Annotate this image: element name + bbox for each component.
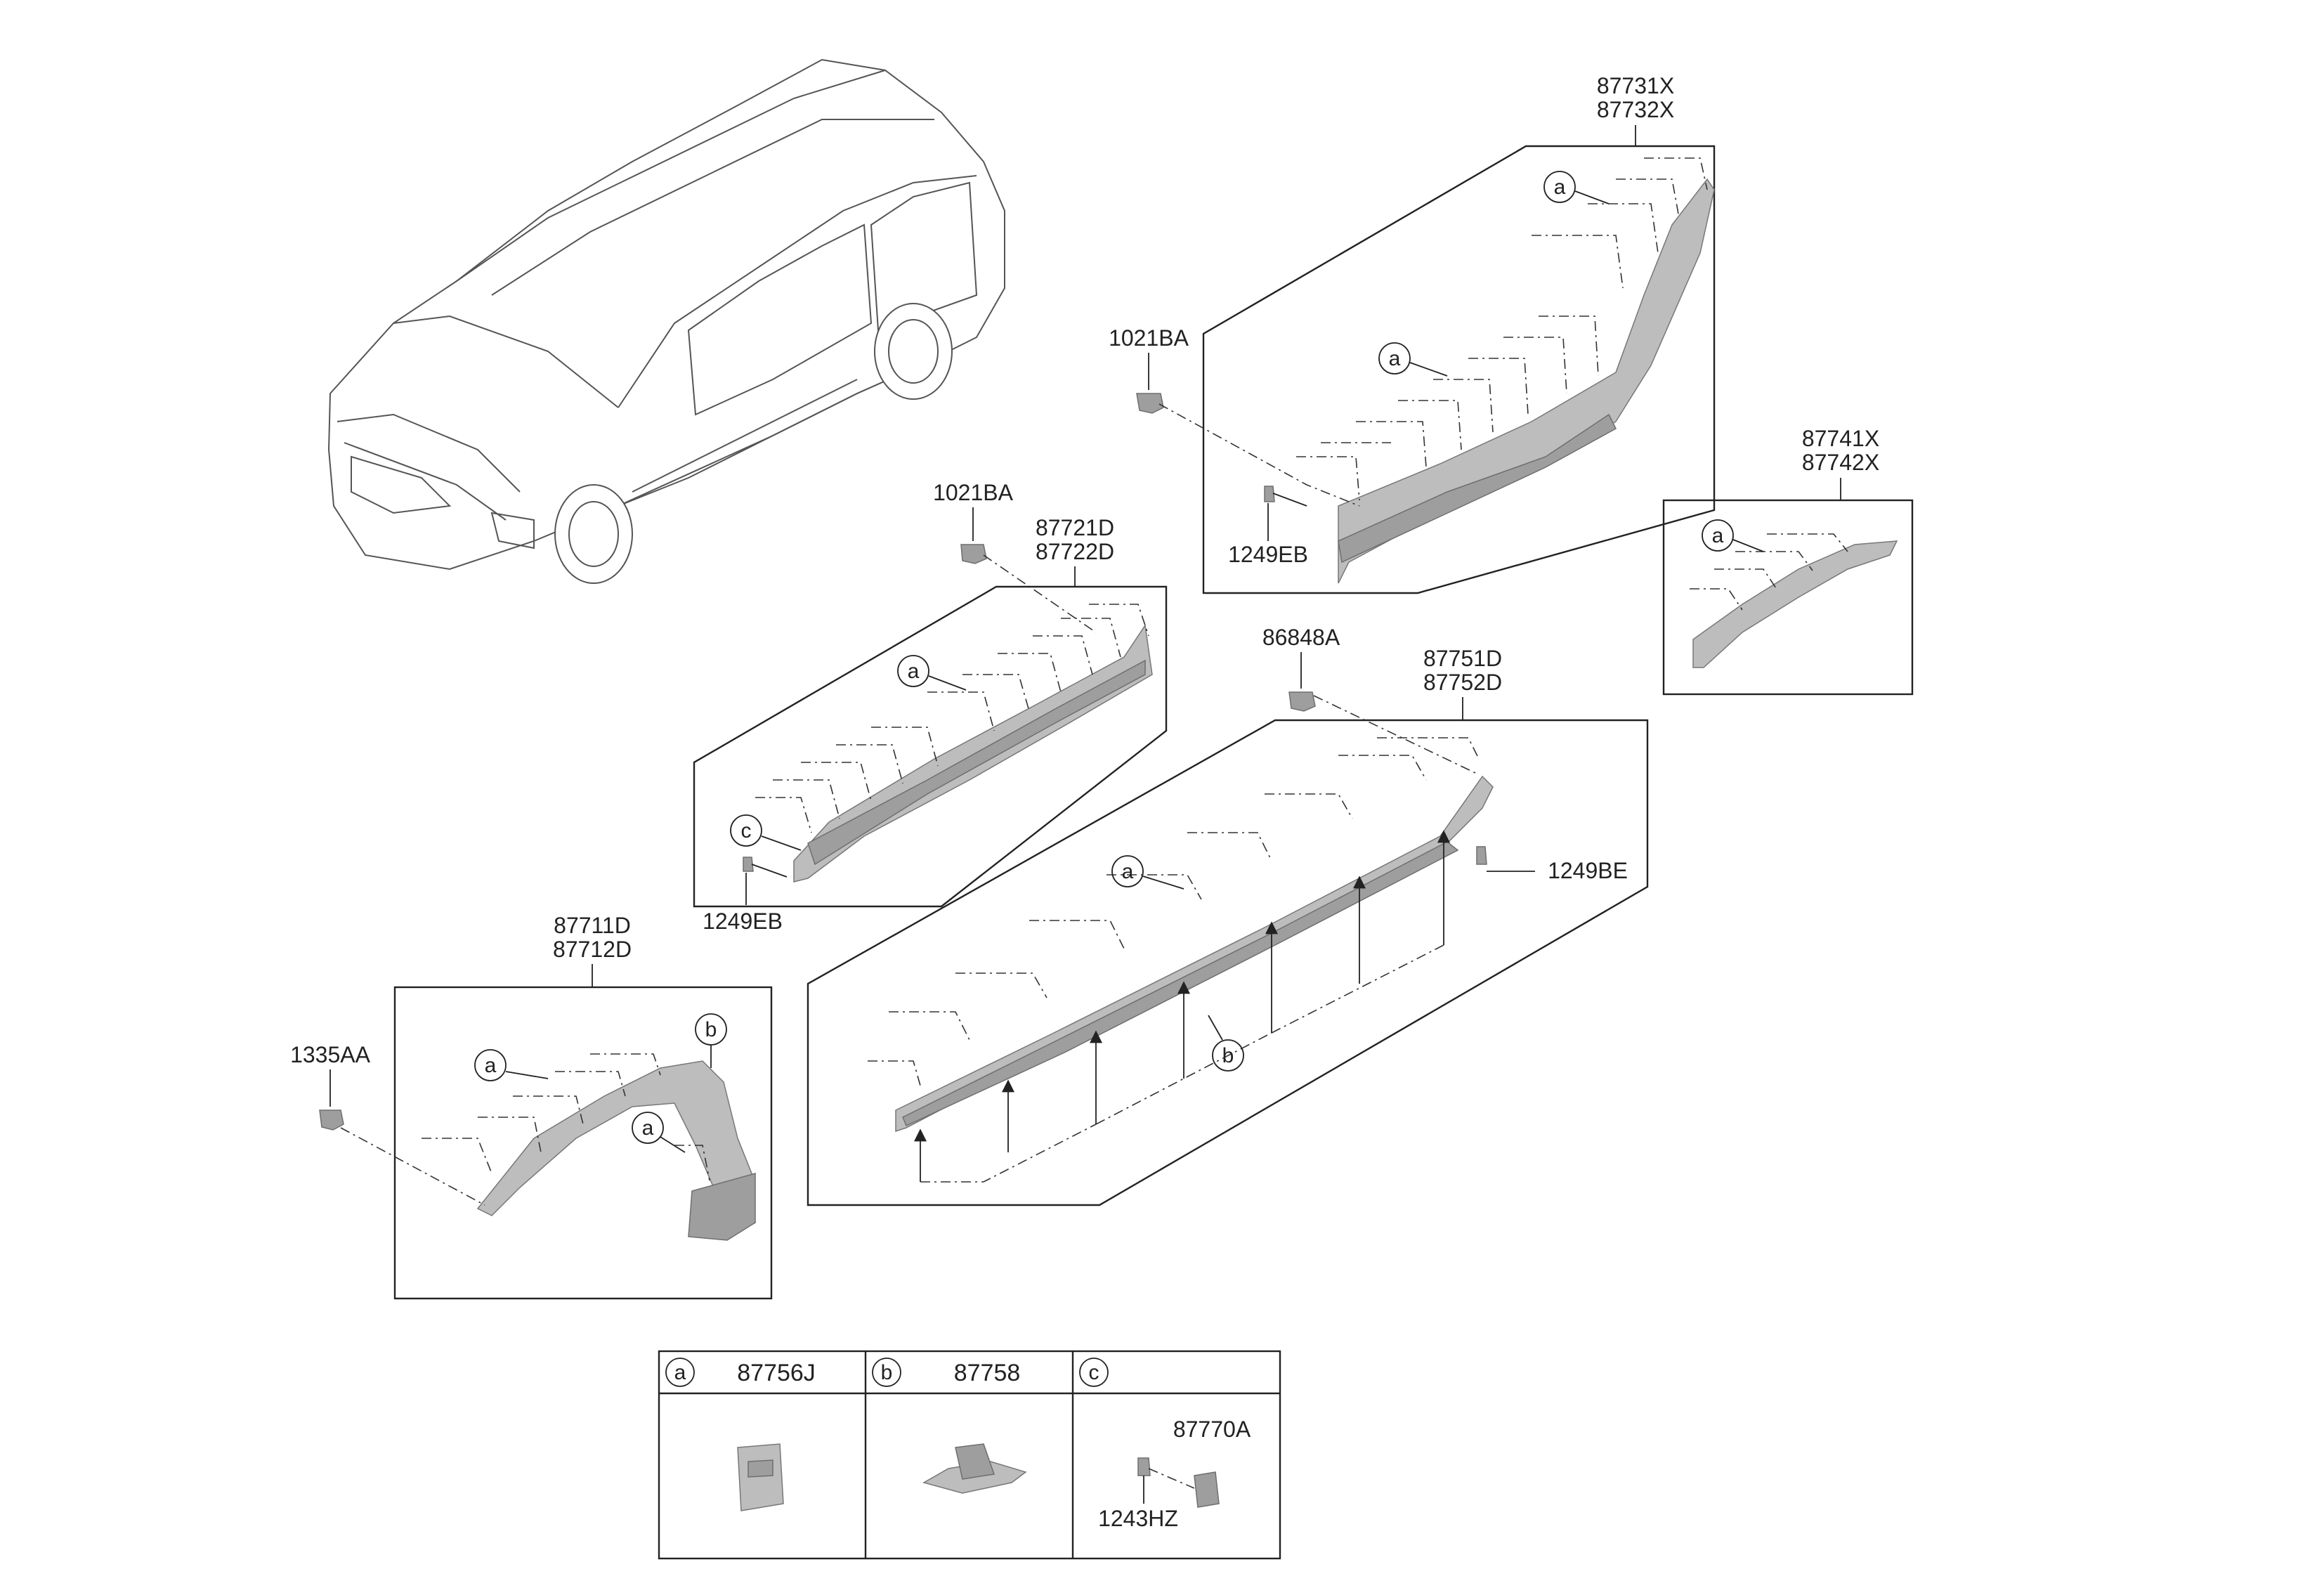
rear-garnish-part-no-1: 87731X xyxy=(1597,73,1674,98)
svg-text:b: b xyxy=(1222,1044,1234,1067)
rear-end-piece-part-no-1: 87741X xyxy=(1802,426,1879,451)
rear-end-piece-part xyxy=(1692,540,1898,668)
rear-garnish-group: 87731X 87732X a a xyxy=(1202,73,1716,594)
rear-end-piece-group: 87741X 87742X a xyxy=(1662,426,1914,696)
legend-cell-a: a 87756J xyxy=(665,1358,816,1511)
legend-c-part-1243hz: 1243HZ xyxy=(1098,1506,1178,1531)
front-door-moulding-part-no-2: 87722D xyxy=(1036,539,1114,564)
svg-text:a: a xyxy=(1554,176,1566,199)
screw-1249eb-rear: 1249EB xyxy=(1228,486,1308,567)
svg-text:c: c xyxy=(741,819,752,842)
rear-garnish-part-no-2: 87732X xyxy=(1597,97,1674,122)
nut-1021ba-rear: 1021BA xyxy=(1109,325,1360,507)
screw-1249be-label: 1249BE xyxy=(1548,858,1628,883)
svg-text:c: c xyxy=(1089,1361,1099,1384)
rear-end-piece-frame xyxy=(1662,499,1914,696)
nut-1021ba-front-door-label: 1021BA xyxy=(933,480,1014,505)
svg-text:b: b xyxy=(881,1361,893,1384)
legend-cell-b: b 87758 xyxy=(872,1358,1027,1494)
front-door-moulding-group: 1021BA 87721D 87722D a c xyxy=(693,480,1168,934)
nut-1021ba-rear-label: 1021BA xyxy=(1109,325,1189,351)
legend-cell-c: c 87770A 1243HZ xyxy=(1079,1358,1251,1531)
callout-circle-c xyxy=(730,814,762,847)
side-sill-part xyxy=(895,775,1494,1133)
side-sill-clips xyxy=(868,737,1480,1086)
callout-circle-b xyxy=(1212,1039,1244,1072)
callout-circle-a xyxy=(1543,171,1576,203)
front-door-moulding-part-no-1: 87721D xyxy=(1036,515,1114,540)
legend-c-part-87770a: 87770A xyxy=(1173,1417,1251,1442)
rear-end-piece-part-no-2: 87742X xyxy=(1802,450,1879,475)
side-sill-frame xyxy=(807,719,1649,1206)
side-sill-part-no-2: 87752D xyxy=(1423,670,1502,695)
fender-moulding-part-no-1: 87711D xyxy=(554,913,631,938)
nut-1335aa-label: 1335AA xyxy=(290,1042,371,1067)
fender-moulding-group: 87711D 87712D a b a xyxy=(393,913,773,1300)
side-sill-group: 86848A 87751D 87752D xyxy=(807,625,1649,1206)
clip-nut-86848a-label: 86848A xyxy=(1262,625,1340,650)
legend-b-part-no: 87758 xyxy=(954,1360,1021,1386)
svg-text:a: a xyxy=(1712,524,1724,547)
fender-moulding-part-no-2: 87712D xyxy=(553,937,632,962)
vehicle-illustration xyxy=(327,58,1005,584)
screw-1249eb-rear-label: 1249EB xyxy=(1228,542,1308,567)
svg-text:b: b xyxy=(705,1018,717,1041)
nut-1335aa: 1335AA xyxy=(290,1042,485,1206)
rear-garnish-frame xyxy=(1202,145,1716,594)
svg-text:a: a xyxy=(1122,860,1134,883)
front-door-moulding-clips xyxy=(755,604,1149,833)
svg-text:a: a xyxy=(908,660,920,683)
side-sill-part-no-1: 87751D xyxy=(1423,646,1502,671)
svg-text:a: a xyxy=(674,1361,686,1384)
screw-1249eb-front-door-label: 1249EB xyxy=(703,909,783,934)
legend-table: a 87756J b 87758 c 87770A 1243HZ xyxy=(658,1350,1281,1560)
legend-a-part-no: 87756J xyxy=(737,1360,816,1386)
svg-text:a: a xyxy=(642,1117,654,1140)
svg-text:a: a xyxy=(485,1054,497,1077)
svg-text:a: a xyxy=(1389,347,1401,370)
fender-moulding-frame xyxy=(393,986,773,1300)
front-door-moulding-frame xyxy=(693,585,1168,908)
